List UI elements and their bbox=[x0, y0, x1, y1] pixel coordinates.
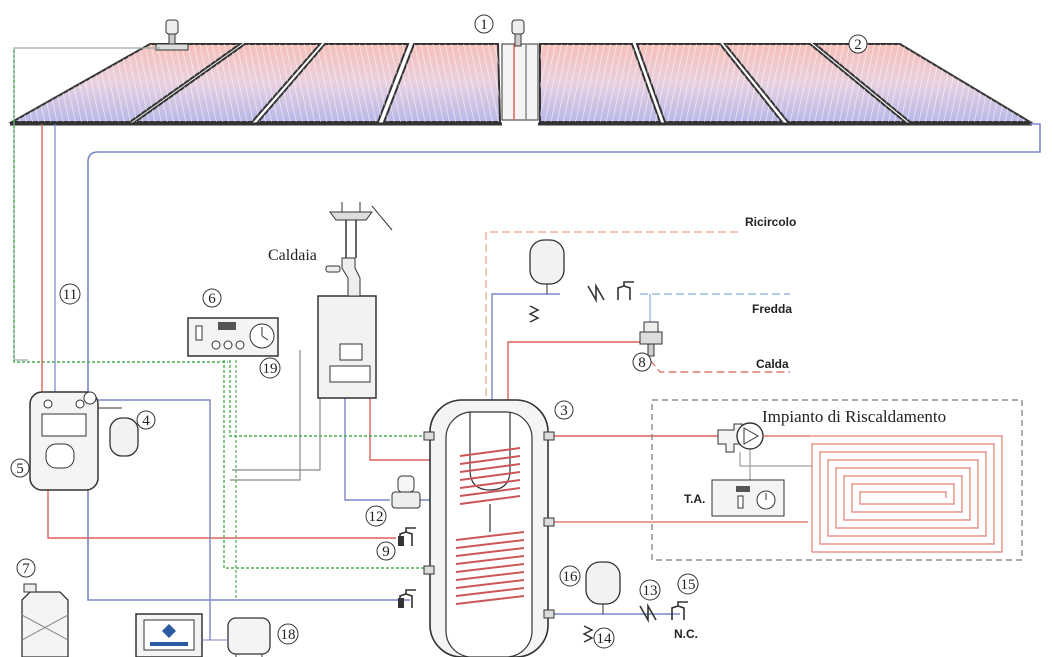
label-nc: N.C. bbox=[674, 627, 698, 641]
grey-pipe bbox=[230, 350, 301, 481]
callout-15: 15 bbox=[677, 573, 699, 595]
display-monitor bbox=[135, 613, 203, 657]
ball-valve-icon bbox=[671, 601, 688, 620]
panel-manifold bbox=[501, 43, 539, 121]
callout-13: 13 bbox=[639, 579, 661, 601]
pipes bbox=[13, 47, 1041, 640]
grey-pipe bbox=[232, 398, 321, 471]
signal-line bbox=[223, 360, 430, 569]
upper-coil bbox=[459, 447, 521, 505]
callout-number: 12 bbox=[369, 509, 384, 525]
label-impianto: Impianto di Riscaldamento bbox=[762, 407, 946, 426]
expansion-vessel bbox=[585, 561, 621, 614]
cold-pipe bbox=[344, 398, 390, 501]
callout-4: 4 bbox=[136, 410, 156, 430]
callout-7: 7 bbox=[16, 558, 36, 578]
callout-2: 2 bbox=[848, 34, 868, 54]
flue-icon bbox=[341, 257, 361, 297]
flue-cap-icon bbox=[329, 211, 373, 221]
callout-number: 5 bbox=[16, 461, 24, 477]
expansion-vessel bbox=[529, 239, 565, 294]
expansion-vessel bbox=[98, 407, 139, 457]
callout-12: 12 bbox=[365, 505, 387, 527]
hot-pipe bbox=[47, 490, 396, 539]
callout-16: 16 bbox=[559, 565, 581, 587]
callout-9: 9 bbox=[376, 541, 396, 561]
mixing-valve-icon bbox=[639, 321, 663, 357]
ball-valve-icon bbox=[398, 589, 416, 608]
dhw-exchanger bbox=[469, 412, 511, 491]
callout-number: 19 bbox=[263, 361, 278, 377]
label-calda: Calda bbox=[756, 357, 789, 371]
label-caldaia: Caldaia bbox=[268, 247, 317, 264]
callout-number: 13 bbox=[643, 583, 658, 599]
callout-3: 3 bbox=[554, 400, 574, 420]
pump-icon bbox=[736, 422, 764, 450]
signal-line bbox=[13, 50, 228, 363]
callout-number: 14 bbox=[597, 631, 613, 647]
callout-number: 18 bbox=[281, 627, 296, 643]
callout-number: 7 bbox=[22, 561, 30, 577]
callout-1: 1 bbox=[474, 14, 494, 34]
callout-number: 6 bbox=[208, 291, 216, 307]
hot-pipe bbox=[507, 341, 640, 420]
storage-tank bbox=[423, 399, 555, 657]
solar-panel-right-group bbox=[539, 43, 1034, 123]
pump-station bbox=[29, 391, 99, 491]
ball-valve-icon bbox=[617, 281, 634, 300]
callout-number: 15 bbox=[681, 577, 696, 593]
safety-valve-icon bbox=[582, 625, 594, 643]
recirc-pipe bbox=[485, 231, 740, 420]
label-fredda: Fredda bbox=[752, 302, 792, 316]
callout-11: 11 bbox=[59, 283, 81, 305]
callout-number: 8 bbox=[638, 355, 646, 371]
check-valve-icon bbox=[587, 282, 605, 304]
label-ta: T.A. bbox=[684, 492, 705, 506]
display-logo-icon bbox=[162, 624, 176, 638]
callout-19: 19 bbox=[259, 357, 281, 379]
air-vent-icon bbox=[511, 19, 525, 47]
floor-heating-coil bbox=[810, 435, 1003, 553]
cold-pipe bbox=[87, 123, 1041, 601]
solar-panel-left-group bbox=[8, 43, 502, 123]
label-ricircolo: Ricircolo bbox=[745, 215, 796, 229]
cold-pipe bbox=[88, 399, 211, 640]
callout-18: 18 bbox=[277, 623, 299, 645]
callout-5: 5 bbox=[10, 458, 30, 478]
solar-controller bbox=[187, 317, 279, 357]
callout-number: 2 bbox=[854, 37, 862, 53]
callout-number: 11 bbox=[63, 287, 77, 303]
callout-8: 8 bbox=[632, 352, 652, 372]
ball-valve-icon bbox=[398, 527, 416, 546]
cold-pipe bbox=[491, 293, 560, 420]
air-vent-icon bbox=[155, 19, 189, 51]
callout-number: 16 bbox=[563, 569, 579, 585]
callout-14: 14 bbox=[593, 627, 615, 649]
callout-6: 6 bbox=[202, 288, 222, 308]
callout-number: 9 bbox=[382, 544, 390, 560]
hot-pipe bbox=[649, 359, 790, 373]
check-valve-icon bbox=[639, 602, 657, 624]
hot-pipe bbox=[369, 398, 445, 461]
callout-number: 4 bbox=[142, 413, 150, 429]
callout-number: 1 bbox=[480, 17, 488, 33]
callout-number: 3 bbox=[560, 403, 568, 419]
boiler bbox=[317, 202, 393, 399]
zone-valve-icon bbox=[391, 475, 421, 509]
safety-valve-icon bbox=[528, 305, 540, 323]
signal-line bbox=[229, 360, 430, 437]
lower-coil bbox=[455, 531, 525, 605]
heating-system bbox=[651, 399, 1023, 561]
hot-pipe bbox=[13, 47, 160, 361]
antifreeze-canister bbox=[21, 583, 69, 657]
solar-panels bbox=[8, 19, 1034, 126]
pump-unit bbox=[202, 617, 271, 657]
